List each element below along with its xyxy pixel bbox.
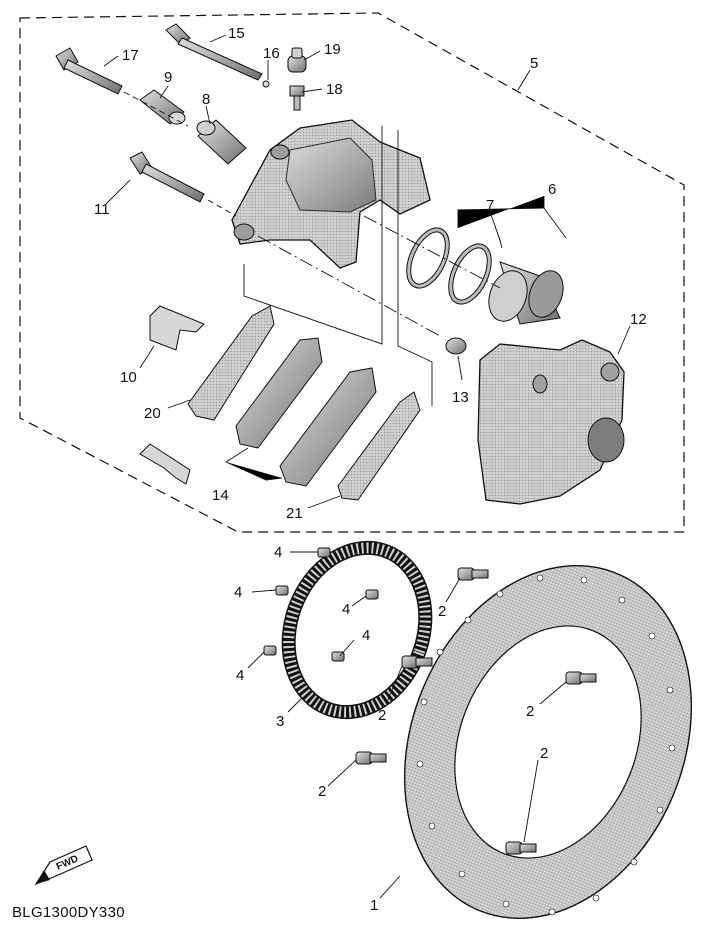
brake-pads-14 [235,337,377,487]
callout-2-c: 2 [526,703,534,720]
bleed-screw-18 [289,85,305,111]
piston-6 [488,261,564,325]
callout-7: 7 [486,197,494,214]
callout-10: 10 [120,369,137,386]
bolts-4 [263,547,379,662]
bolt-17 [55,47,123,95]
callout-3: 3 [276,713,284,730]
callout-5: 5 [530,55,538,72]
callout-19: 19 [324,41,341,58]
fwd-arrow-icon: FWD [34,845,93,886]
callout-11: 11 [94,201,110,218]
bolt-11 [129,151,205,203]
callout-4-a: 4 [274,544,282,561]
callout-2-b: 2 [378,707,386,724]
callout-6: 6 [548,181,556,198]
boot-8 [196,119,247,165]
callout-1: 1 [370,897,378,914]
callout-15: 15 [228,25,245,42]
pad-shim-21 [337,391,421,501]
callout-4-d: 4 [362,627,370,644]
diagram-code: BLG1300DY330 [12,904,125,921]
assembly-boundary [19,12,685,533]
brake-disc-1 [403,565,693,919]
callout-4-e: 4 [236,667,244,684]
callout-16: 16 [263,45,280,62]
callout-14: 14 [212,487,229,504]
callout-9: 9 [164,69,172,86]
callouts: 17 15 16 19 18 9 8 11 5 6 7 12 13 10 20 … [94,25,647,914]
callout-2-d: 2 [318,783,326,800]
callout-4-b: 4 [234,584,242,601]
callout-2-a: 2 [438,603,446,620]
callout-8: 8 [202,91,210,108]
sleeve-9 [139,89,186,125]
leader-lines [103,34,631,899]
clip-16 [262,80,270,88]
pin-15 [165,23,263,81]
pad-shim-20 [187,305,275,421]
callout-2-e: 2 [540,745,548,762]
callout-18: 18 [326,81,343,98]
bleed-cap-19 [287,47,307,73]
callout-21: 21 [286,505,303,522]
callout-20: 20 [144,405,161,422]
callout-13: 13 [452,389,469,406]
boot-13 [445,337,467,355]
pad-spring-10 [149,305,205,351]
abs-rotor-3 [281,540,433,720]
callout-12: 12 [630,311,647,328]
pad-clip [139,443,191,485]
seals-7 [406,227,492,305]
caliper-body [231,119,431,269]
guide-lines [123,91,501,406]
bracket-12 [477,339,625,505]
bolts-2 [355,567,597,855]
callout-4-c: 4 [342,601,350,618]
callout-17: 17 [122,47,139,64]
